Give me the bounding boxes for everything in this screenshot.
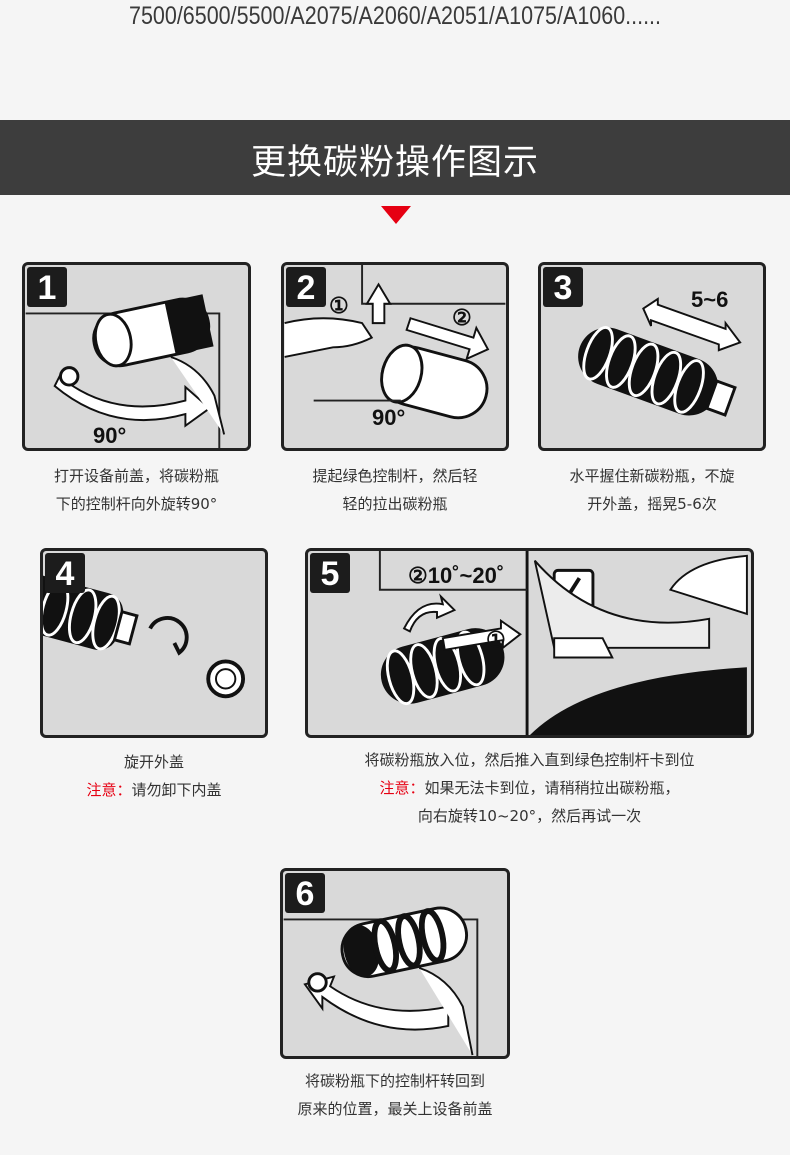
banner-title: 更换碳粉操作图示 [250,143,539,183]
step-number: 3 [543,267,583,307]
step-3-illustration: 3 5~6 [538,262,766,451]
section-banner: 更换碳粉操作图示 [0,120,790,195]
caption-line: 旋开外盖 [123,753,184,771]
step-number: 5 [310,553,350,593]
caption-line: 水平握住新碳粉瓶，不旋 [569,467,735,485]
step-2-illustration: 2 ① ② 90° [281,262,509,451]
rotation-label: 90° [93,423,127,448]
note-label: 注意： [379,779,425,797]
shake-count-label: 5~6 [691,287,729,312]
step-2-caption: 提起绿色控制杆，然后轻 轻的拉出碳粉瓶 [281,462,509,518]
step-4-caption: 旋开外盖 注意：请勿卸下内盖 [40,748,268,804]
unscrew-cap-drawing [43,575,246,699]
note-text: 如果无法卡到位，请稍稍拉出碳粉瓶， [424,779,680,797]
rotation-label: 90° [372,405,406,430]
caption-line: 将碳粉瓶下的控制杆转回到 [304,1072,485,1090]
step-marker-2: ② [452,305,472,330]
caption-note: 注意：如果无法卡到位，请稍稍拉出碳粉瓶， [305,774,754,802]
step-3-caption: 水平握住新碳粉瓶，不旋 开外盖，摇晃5-6次 [538,462,766,518]
step-number: 2 [286,267,326,307]
step-number: 4 [45,553,85,593]
caption-line: 原来的位置，最关上设备前盖 [297,1100,493,1118]
close-cover-drawing [283,906,479,1056]
step-5-caption: 将碳粉瓶放入位，然后推入直到绿色控制杆卡到位 注意：如果无法卡到位，请稍稍拉出碳… [305,746,754,830]
model-list: 7500/6500/5500/A2075/A2060/A2051/A1075/A… [129,2,661,30]
lever-pull-drawing [284,265,506,420]
caption-line: 打开设备前盖，将碳粉瓶 [53,467,219,485]
step-marker-1: ① [486,627,506,652]
step-4-illustration: 4 [40,548,268,738]
note-label: 注意： [86,781,132,799]
step-number: 6 [285,873,325,913]
step-6-caption: 将碳粉瓶下的控制杆转回到 原来的位置，最关上设备前盖 [280,1067,510,1123]
down-arrow-icon [381,206,411,224]
step-marker-1: ① [329,293,349,318]
caption-note: 注意：请勿卸下内盖 [40,776,268,804]
caption-line: 提起绿色控制杆，然后轻 [312,467,478,485]
caption-line: 将碳粉瓶放入位，然后推入直到绿色控制杆卡到位 [364,751,695,769]
rotation-angle-label: ②10˚~20˚ [408,563,505,588]
caption-line: 下的控制杆向外旋转90° [55,495,218,513]
step-number: 1 [27,267,67,307]
caption-line: 开外盖，摇晃5-6次 [587,495,717,513]
note-text: 向右旋转10~20°，然后再试一次 [417,807,642,825]
shake-toner-drawing [578,297,742,417]
step-1-caption: 打开设备前盖，将碳粉瓶 下的控制杆向外旋转90° [22,462,251,518]
caption-line: 轻的拉出碳粉瓶 [342,495,448,513]
step-1-illustration: 1 90° [22,262,251,451]
step-5-illustration: 5 ②10˚~20˚ ① [305,548,754,738]
note-text: 请勿卸下内盖 [131,781,222,799]
insert-toner-drawing [378,551,748,735]
toner-removal-drawing [25,294,226,448]
step-6-illustration: 6 [280,868,510,1059]
